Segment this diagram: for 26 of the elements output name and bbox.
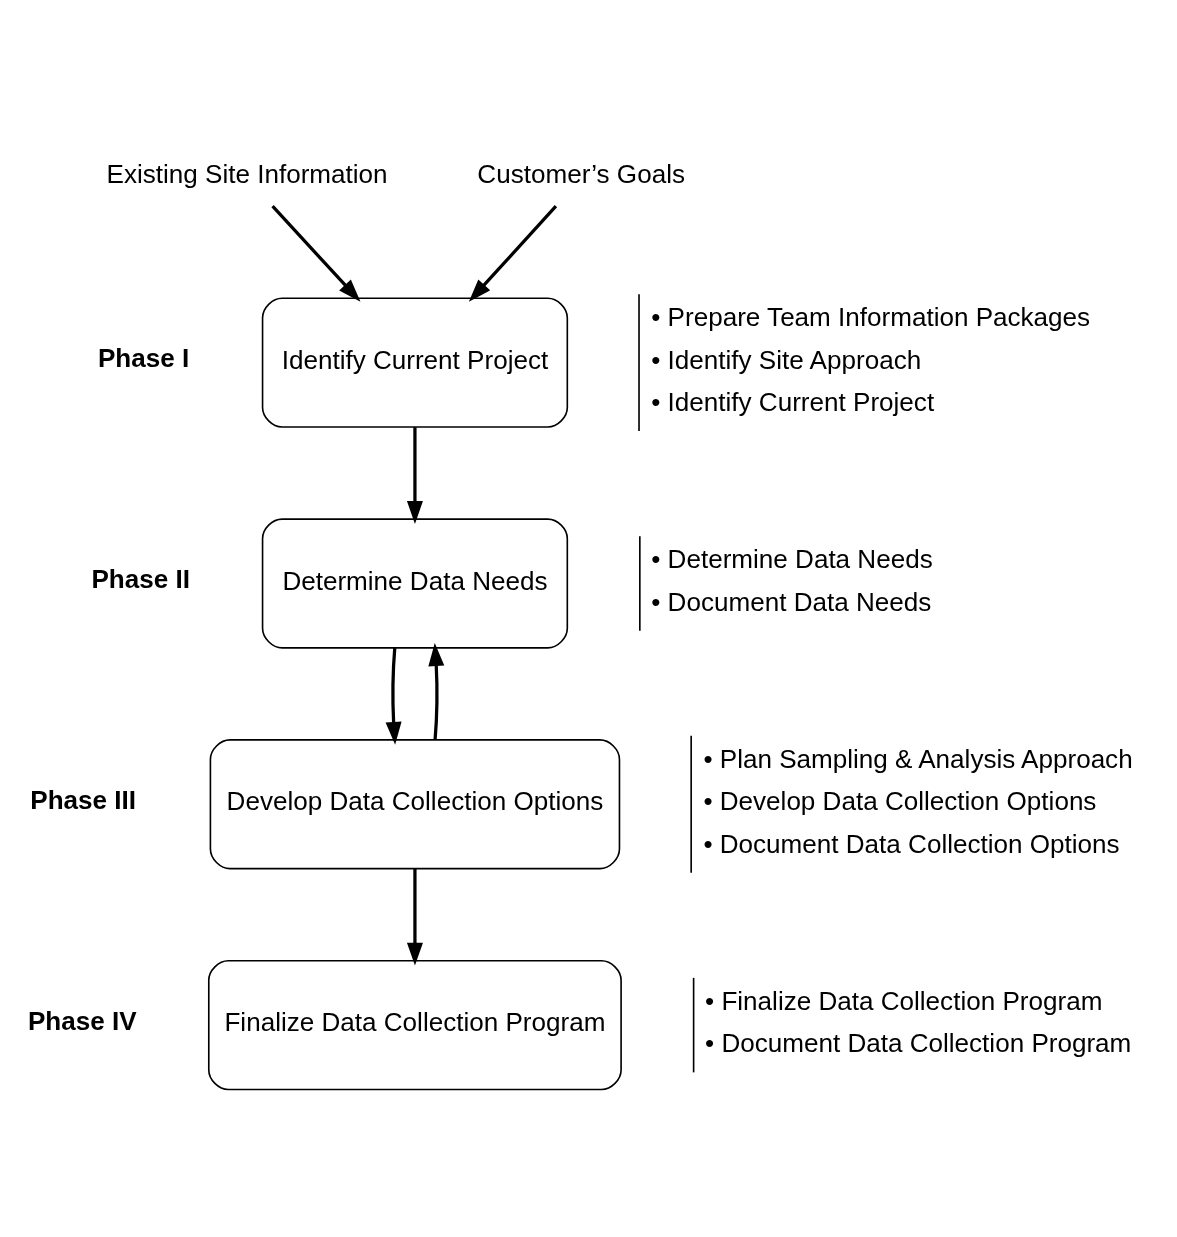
node-label: • Identify Site Approach: [651, 344, 922, 375]
node-box: Determine Data Needs: [261, 518, 569, 649]
node-box: Identify Current Project: [261, 297, 569, 428]
node-box: Finalize Data Collection Program: [207, 959, 622, 1091]
arrow: [271, 205, 361, 302]
arrow: [406, 427, 423, 524]
arrow: [406, 868, 423, 966]
node-label: • Finalize Data Collection Program: [705, 986, 1103, 1017]
node-box: Develop Data Collection Options: [209, 739, 621, 870]
node-label: • Document Data Collection Options: [703, 828, 1120, 859]
node-label: • Prepare Team Information Packages: [651, 302, 1091, 333]
node-label: Phase I: [97, 343, 190, 374]
arrow: [428, 643, 445, 740]
arrow: [468, 205, 558, 302]
node-label: Phase III: [30, 784, 137, 815]
node-label: • Document Data Needs: [651, 586, 932, 617]
node-label: • Identify Current Project: [651, 387, 935, 418]
node-label: • Develop Data Collection Options: [703, 786, 1097, 817]
node-label: Phase II: [91, 564, 190, 595]
node-label: Phase IV: [27, 1005, 137, 1036]
node-text: Existing Site Information: [106, 159, 388, 190]
arrow: [385, 647, 402, 745]
node-label: • Determine Data Needs: [651, 544, 933, 575]
node-label: • Plan Sampling & Analysis Approach: [703, 744, 1133, 775]
node-label: • Document Data Collection Program: [705, 1028, 1132, 1059]
node-text: Customer’s Goals: [477, 159, 685, 190]
